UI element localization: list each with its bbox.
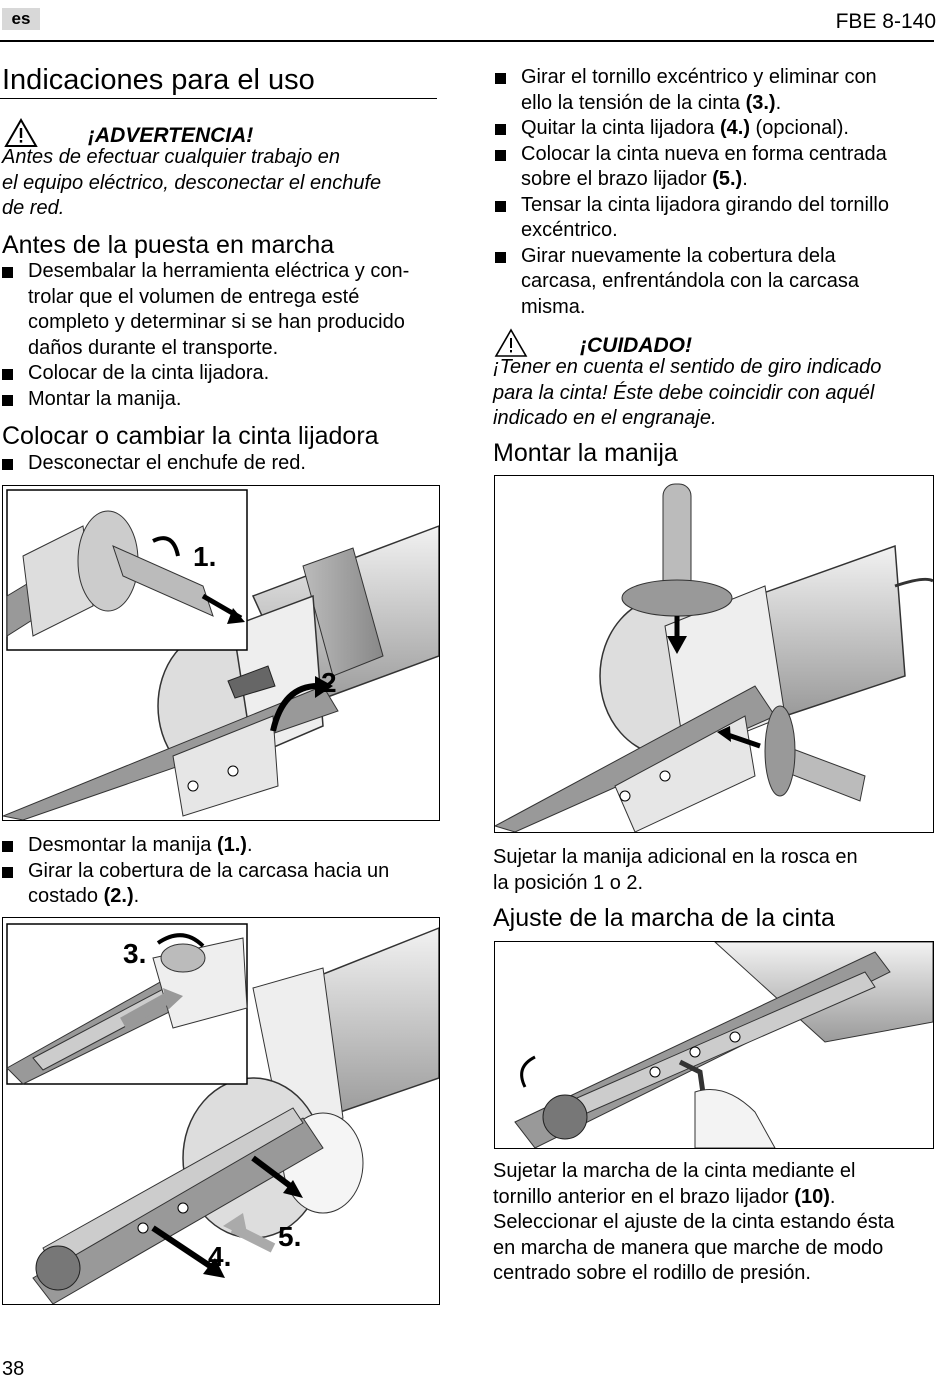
list-item: Desmontar la manija (1.).: [0, 833, 440, 859]
list-item: Colocar de la cinta lijadora.: [0, 361, 440, 387]
after-fig1-list: Desmontar la manija (1.). Girar la cober…: [0, 833, 440, 910]
section-title: Indicaciones para el uso: [2, 64, 315, 96]
list-item: Quitar la cinta lijadora (4.) (opcional)…: [493, 116, 933, 142]
warning-triangle-icon: [4, 117, 38, 153]
belt-steps-list: Girar el tornillo excéntrico y eliminar …: [493, 65, 933, 320]
page-number: 38: [2, 1358, 25, 1380]
list-item: Desconectar el enchufe de red.: [0, 451, 440, 477]
change-belt-list: Desconectar el enchufe de red.: [0, 451, 440, 477]
figure-mount-handle: [494, 475, 934, 833]
mount-handle-heading: Montar la manija: [493, 439, 678, 467]
list-item: Desembalar la herramienta eléctrica y co…: [0, 259, 440, 361]
startup-list: Desembalar la herramienta eléctrica y co…: [0, 259, 440, 412]
figure-label-5: 5.: [278, 1221, 301, 1252]
figure-label-3: 3.: [123, 938, 146, 969]
list-item: Girar la cobertura de la carcasa hacia u…: [0, 859, 440, 910]
language-badge: es: [2, 8, 40, 30]
list-item: Girar nuevamente la cobertura dela carca…: [493, 244, 933, 321]
figure-label-4: 4.: [208, 1241, 231, 1272]
tracking-paragraph: Sujetar la marcha de la cinta mediante e…: [493, 1160, 895, 1284]
warning-label: ¡ADVERTENCIA!: [88, 124, 254, 147]
figure-remove-handle: 2 1.: [2, 485, 440, 821]
model-name: FBE 8-140: [835, 10, 936, 33]
caution-text: ¡Tener en cuenta el sentido de giro indi…: [493, 356, 882, 429]
list-item: Tensar la cinta lijadora girando del tor…: [493, 193, 933, 244]
tracking-heading: Ajuste de la marcha de la cinta: [493, 904, 835, 932]
caution-label: ¡CUIDADO!: [580, 334, 692, 357]
mount-handle-caption: Sujetar la manija adicional en la rosca …: [493, 846, 858, 894]
figure-label-1: 1.: [193, 541, 216, 572]
change-belt-heading: Colocar o cambiar la cinta lijadora: [2, 422, 379, 450]
caution-triangle-icon: [494, 328, 528, 363]
figure-label-2: 2: [321, 667, 337, 698]
title-divider: [0, 98, 437, 99]
list-item: Girar el tornillo excéntrico y eliminar …: [493, 65, 933, 116]
list-item: Colocar la cinta nueva en forma centrada…: [493, 142, 933, 193]
warning-text: Antes de efectuar cualquier trabajo en e…: [2, 146, 382, 219]
figure-replace-belt: 4. 5. 3.: [2, 917, 440, 1305]
figure-belt-tracking: [494, 941, 934, 1149]
list-item: Montar la manija.: [0, 387, 440, 413]
header-divider: [0, 40, 934, 42]
startup-heading: Antes de la puesta en marcha: [2, 231, 335, 259]
